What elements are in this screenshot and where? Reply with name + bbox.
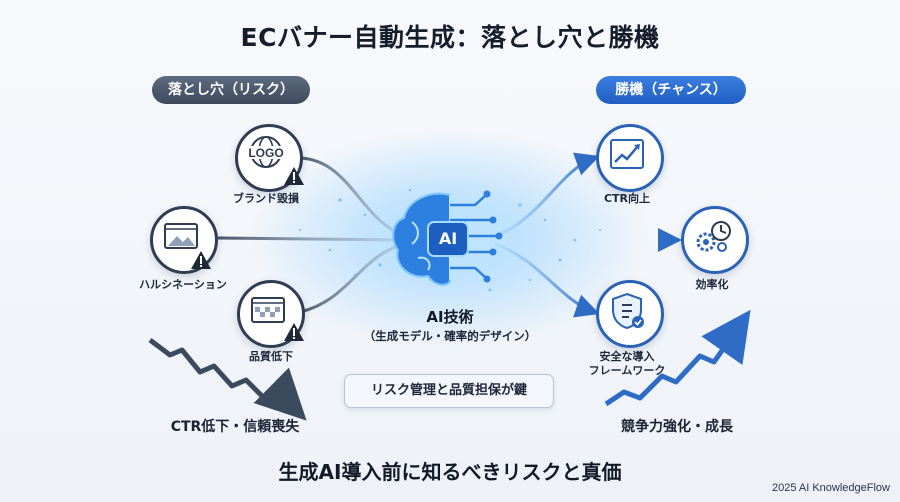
chance-header: 勝機（チャンス）	[596, 76, 746, 104]
risk-outcome: CTR低下・信頼喪失	[170, 419, 300, 435]
logo-text: LOGO	[248, 146, 284, 160]
center-subtitle: （生成モデル・確率的デザイン）	[363, 329, 537, 343]
chance-efficiency-node	[681, 206, 749, 274]
risk-connector	[299, 156, 406, 238]
chance-safety-node	[596, 280, 664, 348]
low-quality-image-icon	[251, 297, 285, 323]
chance-connector	[494, 242, 600, 318]
key-message: リスク管理と品質担保が鍵	[344, 374, 554, 408]
chance-label: CTR向上	[603, 192, 651, 205]
chance-label-line1: 安全な導入	[599, 350, 655, 363]
trend-up-chart-icon	[610, 139, 644, 169]
chance-ctr-node	[596, 124, 664, 192]
risk-label: ブランド毀損	[233, 192, 299, 205]
chance-label: 効率化	[695, 278, 729, 291]
risk-header: 落とし穴（リスク）	[152, 76, 310, 104]
risk-label: 品質低下	[249, 350, 293, 363]
brain-label: AI	[438, 229, 458, 248]
chance-label-line2: フレームワーク	[588, 364, 666, 377]
risk-label: ハルシネーション	[139, 278, 227, 291]
image-icon	[164, 223, 198, 249]
footer-caption: 生成AI導入前に知るべきリスクと真価	[278, 460, 622, 484]
warning-icon	[284, 323, 304, 341]
risk-connector	[217, 236, 401, 242]
gears-clock-icon	[696, 221, 731, 252]
decline-arrow	[148, 338, 307, 421]
warning-icon	[284, 167, 304, 185]
center-title: AI技術	[426, 308, 474, 326]
ai-brain-icon	[392, 190, 503, 286]
chance-connector	[494, 152, 600, 238]
credit-text: 2025 AI KnowledgeFlow	[771, 482, 890, 494]
particles	[299, 188, 601, 292]
growth-arrow	[604, 309, 751, 407]
chance-outcome: 競争力強化・成長	[621, 419, 733, 435]
warning-icon	[191, 251, 211, 269]
risk-connector	[299, 242, 406, 314]
shield-checklist-icon	[612, 292, 644, 330]
logo-globe-icon	[247, 136, 285, 168]
page-title: ECバナー自動生成：落とし穴と勝機	[240, 23, 660, 52]
